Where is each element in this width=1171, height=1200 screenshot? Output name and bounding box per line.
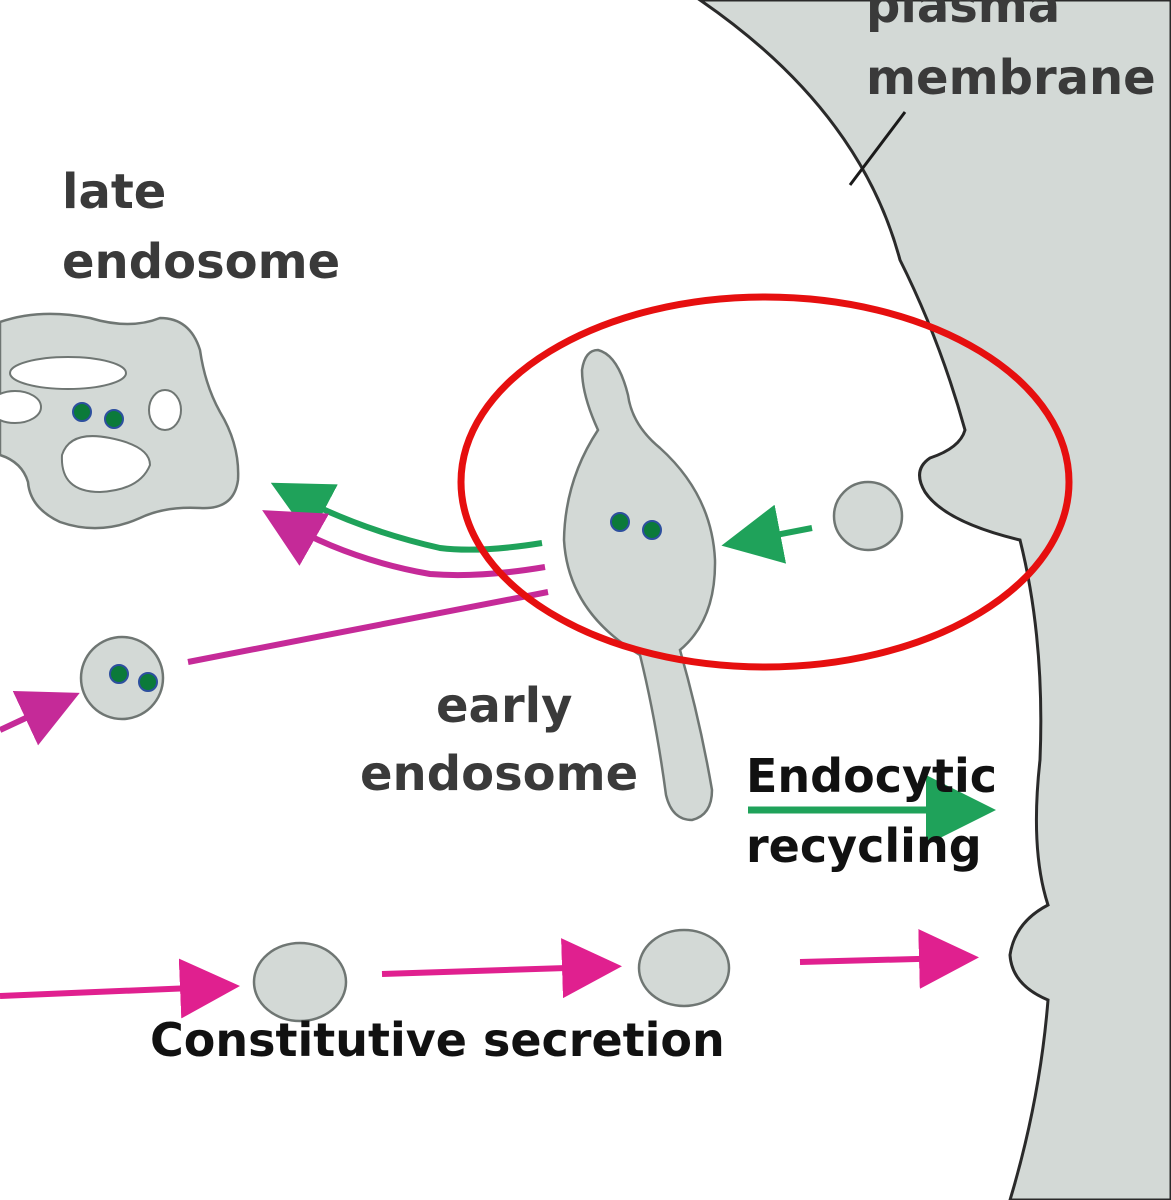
late-endosome-lumen	[60, 435, 152, 494]
cargo-dot	[610, 512, 630, 532]
endocytic-arrow	[270, 482, 543, 553]
endocytic-recycling-label: recycling	[746, 819, 982, 873]
cargo-dot	[104, 409, 124, 429]
cargo-dot	[138, 672, 158, 692]
plasma-membrane-label: membrane	[866, 50, 1156, 106]
endocytic-vesicle	[832, 480, 904, 552]
early-endosome-label: endosome	[360, 746, 638, 802]
secretion-arrow	[0, 958, 240, 1019]
endocytic-recycling-label: Endocytic	[746, 749, 997, 803]
late-endosome-label: late	[62, 164, 166, 220]
plasma-membrane-label: plasma	[866, 0, 1060, 34]
plasma-membrane	[697, 0, 1171, 1200]
highlight-ellipse	[457, 293, 1073, 671]
plasma-membrane-leader	[848, 111, 907, 186]
secretory-vesicle	[637, 928, 731, 1008]
cargo-dot	[109, 664, 129, 684]
cargo-dot	[642, 520, 662, 540]
late-endosome-lumen	[0, 390, 42, 424]
late-endosome-lumen	[9, 356, 127, 390]
early-endosome-label: early	[436, 678, 572, 734]
constitutive-secretion-label: Constitutive secretion	[150, 1013, 725, 1067]
late-endosome-label: endosome	[62, 234, 340, 290]
secretion-arrow	[381, 938, 622, 999]
late-endosome-lumen	[148, 389, 182, 431]
pathway-arrow	[0, 690, 80, 746]
endocytic-arrow	[721, 504, 813, 564]
early-endosome	[562, 348, 717, 822]
secretory-vesicle	[252, 941, 348, 1023]
pathway-arrow	[187, 589, 549, 665]
secretion-arrow	[799, 928, 979, 989]
cargo-dot	[72, 402, 92, 422]
